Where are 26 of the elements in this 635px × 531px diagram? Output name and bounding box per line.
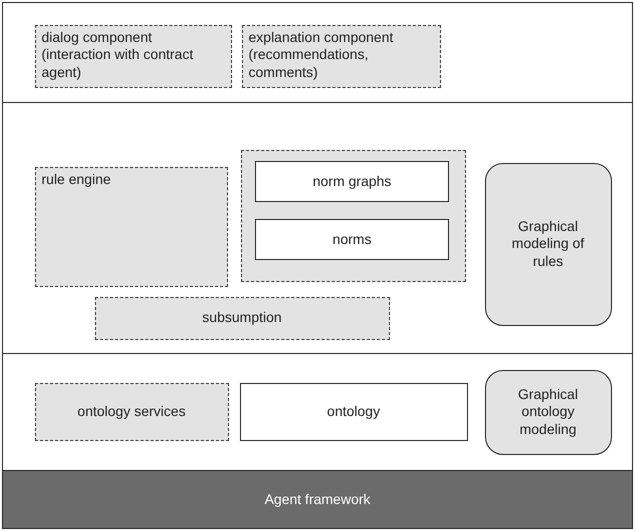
component-box — [240, 382, 468, 440]
box-label: norm graphs — [312, 172, 392, 190]
component-box — [240, 150, 466, 282]
box-label: ontology — [327, 402, 380, 420]
component-box — [255, 219, 449, 260]
box-label: ontology services — [77, 402, 186, 420]
component-box — [34, 24, 232, 88]
box-label: rule engine — [42, 170, 111, 188]
box-label: dialog component (interaction with contract agent) — [42, 28, 194, 81]
framework-bar — [2, 470, 633, 529]
rounded-box — [484, 370, 612, 454]
box-label: Graphical modeling of rules — [510, 218, 586, 270]
component-box — [34, 382, 228, 440]
layer-band — [2, 2, 633, 103]
layer-band — [2, 353, 633, 471]
box-label: Graphical ontology modeling — [517, 386, 579, 438]
box-label: explanation component (recommendations, comments) — [248, 28, 394, 81]
component-box — [255, 161, 449, 202]
component-box — [94, 296, 390, 340]
component-box — [242, 24, 440, 88]
layer-band — [2, 102, 633, 354]
component-box — [34, 166, 228, 286]
box-label: Agent framework — [264, 490, 370, 508]
box-label: norms — [332, 230, 372, 248]
rounded-box — [484, 162, 612, 326]
box-label: subsumption — [202, 309, 282, 327]
